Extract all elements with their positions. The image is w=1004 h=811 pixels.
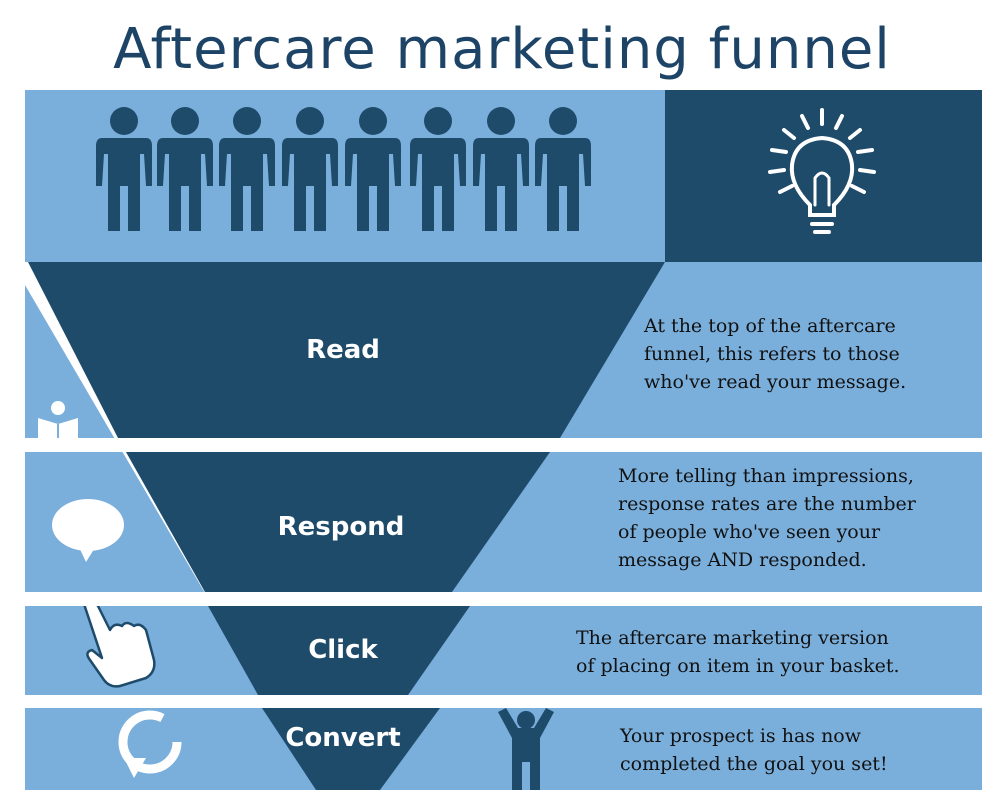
person-cheering-icon	[498, 708, 554, 790]
convert-band	[262, 708, 440, 790]
page-title: Aftercare marketing funnel	[113, 17, 891, 82]
respond-description-line: response rates are the number	[618, 493, 916, 515]
click-description: The aftercare marketing version of placi…	[576, 624, 976, 680]
respond-description-line: message AND responded.	[618, 549, 867, 571]
read-band	[28, 262, 665, 438]
read-description-line: who've read your message.	[644, 371, 907, 393]
click-band	[208, 606, 470, 695]
lightbulb-icon	[768, 108, 876, 234]
read-description-line: At the top of the aftercare	[644, 315, 896, 337]
stage-label-respond: Respond	[277, 512, 405, 542]
stage-label-convert: Convert	[285, 723, 401, 753]
respond-description: More telling than impressions, response …	[618, 462, 978, 574]
pointer-hand-icon	[82, 600, 156, 688]
convert-description-line: Your prospect is has now	[620, 725, 862, 747]
convert-description: Your prospect is has now completed the g…	[620, 722, 960, 778]
stage-label-click: Click	[308, 635, 378, 665]
read-description-line: funnel, this refers to those	[644, 343, 900, 365]
click-description-line: of placing on item in your basket.	[576, 655, 900, 677]
convert-panel	[262, 708, 982, 790]
click-description-line: The aftercare marketing version	[576, 627, 889, 649]
respond-description-line: More telling than impressions,	[618, 465, 914, 487]
speech-bubble-icon	[52, 499, 124, 562]
read-description: At the top of the aftercare funnel, this…	[644, 312, 964, 396]
refresh-icon	[118, 710, 182, 778]
convert-description-line: completed the goal you set!	[620, 753, 888, 775]
respond-band	[126, 452, 550, 592]
respond-description-line: of people who've seen your	[618, 521, 881, 543]
stage-label-read: Read	[306, 335, 380, 365]
